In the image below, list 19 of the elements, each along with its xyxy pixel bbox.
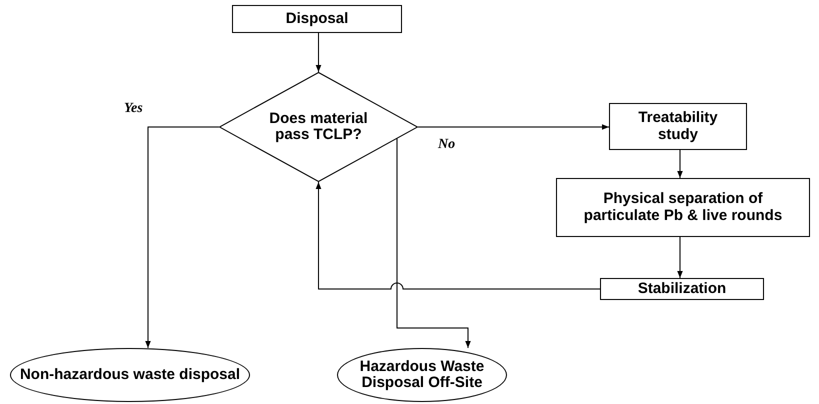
node-label: Does material pass TCLP? bbox=[268, 110, 369, 144]
process-box bbox=[556, 178, 810, 237]
node-label: Treatability study bbox=[637, 110, 719, 143]
arrow bbox=[316, 32, 322, 72]
decision-diamond bbox=[219, 72, 418, 182]
process-box bbox=[600, 278, 764, 300]
arrow bbox=[677, 150, 683, 178]
node-label: Disposal bbox=[284, 10, 350, 28]
arrow bbox=[316, 182, 600, 290]
arrow bbox=[418, 124, 610, 130]
process-box bbox=[609, 103, 747, 150]
arrow bbox=[396, 138, 471, 348]
node-label: Physical separation of particulate Pb & live rounds bbox=[582, 191, 784, 224]
arrow bbox=[145, 126, 220, 348]
node-label: Stabilization bbox=[636, 280, 728, 298]
arrow bbox=[677, 236, 683, 278]
node-label: Hazardous Waste Disposal Off-Site bbox=[358, 358, 486, 392]
process-box bbox=[232, 5, 402, 33]
node-label: Non-hazardous waste disposal bbox=[18, 366, 242, 384]
